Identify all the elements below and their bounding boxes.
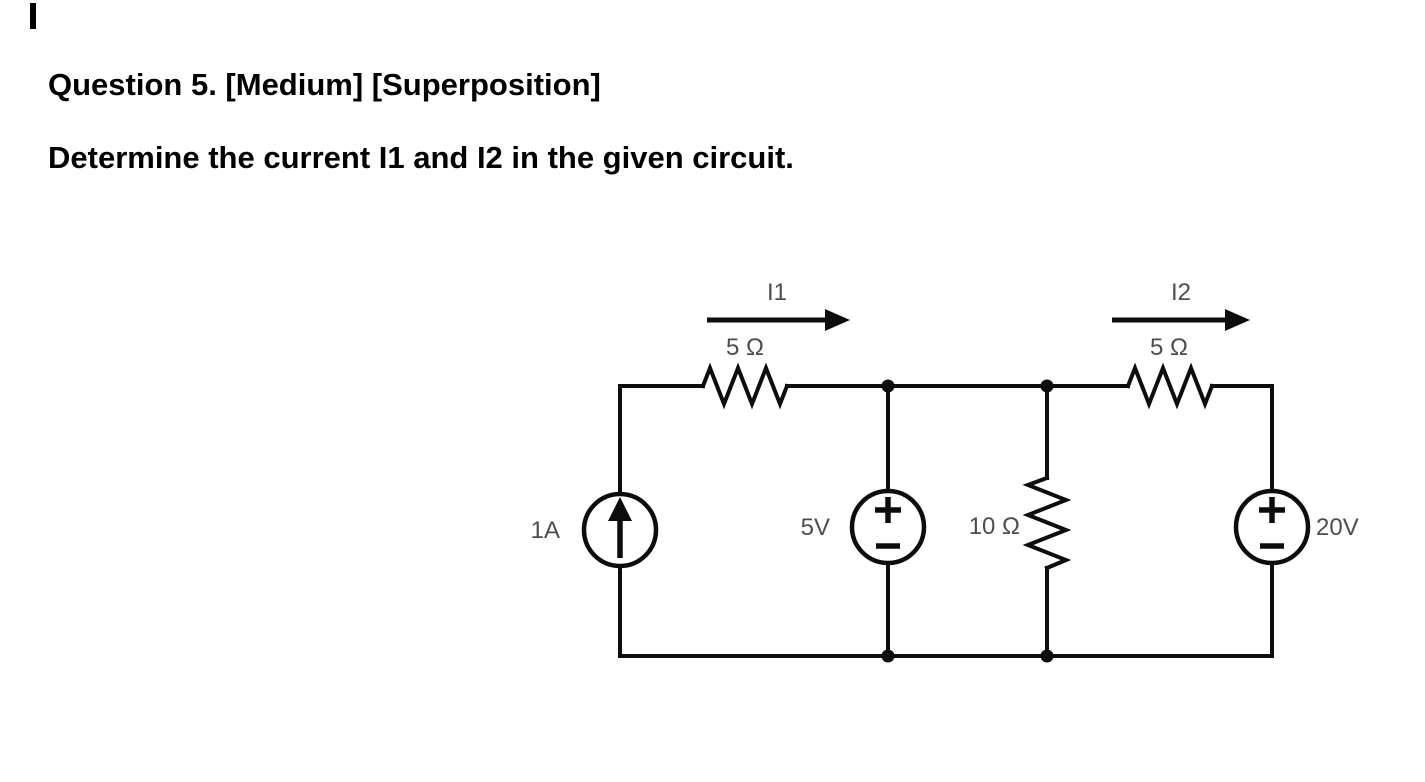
i1-label: I1 xyxy=(767,279,787,306)
voltage-source-5v: 5V xyxy=(801,488,927,566)
resistor-5ohm-right-zigzag xyxy=(1125,362,1215,410)
resistor-5ohm-left-label: 5 Ω xyxy=(726,334,764,361)
plus-minus-in-circle-icon xyxy=(875,497,901,549)
text-cursor-mark xyxy=(30,3,36,29)
node-dot-top-right xyxy=(1040,379,1054,393)
resistor-10ohm-label: 10 Ω xyxy=(969,513,1020,540)
junction-nodes xyxy=(881,379,1054,663)
resistor-5ohm-right-label: 5 Ω xyxy=(1150,334,1188,361)
voltage-source-5v-label: 5V xyxy=(801,514,830,541)
voltage-source-20v-label: 20V xyxy=(1316,514,1359,541)
up-arrow-in-circle-icon xyxy=(608,497,632,558)
node-dot-bottom-left xyxy=(881,649,895,663)
i2-label: I2 xyxy=(1171,279,1191,306)
i2-current-arrow: I2 xyxy=(1112,279,1250,331)
plus-minus-in-circle-icon xyxy=(1259,497,1285,549)
resistor-10ohm-zigzag xyxy=(1022,475,1072,571)
resistor-5ohm-left-zigzag xyxy=(700,362,790,410)
voltage-source-20v-circle xyxy=(1233,488,1311,566)
question-title: Question 5. [Medium] [Superposition] xyxy=(48,67,601,102)
current-source-1a: 1A xyxy=(531,491,659,569)
question-prompt: Determine the current I1 and I2 in the g… xyxy=(48,140,794,175)
voltage-source-20v: 20V xyxy=(1233,488,1359,566)
wires xyxy=(618,362,1274,658)
i1-current-arrow: I1 xyxy=(707,279,850,331)
current-source-label: 1A xyxy=(531,517,560,544)
voltage-source-5v-circle xyxy=(849,488,927,566)
node-dot-top-left xyxy=(881,379,895,393)
node-dot-bottom-right xyxy=(1040,649,1054,663)
